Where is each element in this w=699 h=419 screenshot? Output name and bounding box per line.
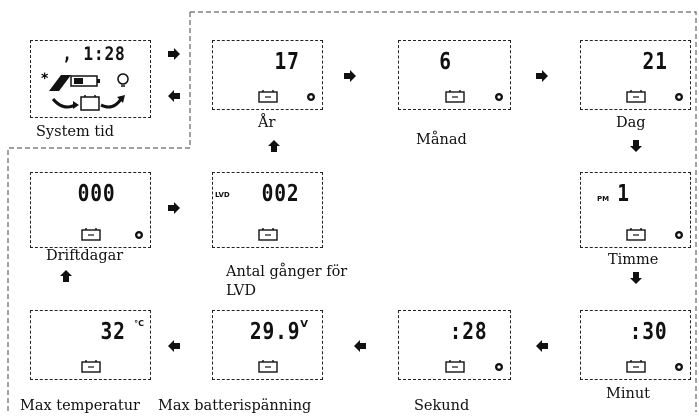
clock-icon <box>675 363 683 371</box>
second-display: :28 <box>398 310 511 380</box>
lvd-count-display: LVD 002 <box>212 172 323 248</box>
clock-icon <box>495 93 503 101</box>
system-time-value: , 1:28 <box>62 43 126 65</box>
max-temperature-display: 32 °C <box>30 310 151 380</box>
month-display: 6 <box>398 40 511 110</box>
clock-icon <box>675 93 683 101</box>
caption-month: Månad <box>416 132 467 148</box>
caption-max-battery-voltage: Max batterispänning <box>158 398 312 414</box>
svg-text:*: * <box>41 71 49 87</box>
arrow-right-icon <box>168 202 180 214</box>
lvd-indicator: LVD <box>215 191 230 199</box>
caption-hour: Timme <box>608 252 659 268</box>
caption-second: Sekund <box>414 398 470 414</box>
arrow-right-icon <box>536 70 548 82</box>
battery-icon <box>625 228 646 241</box>
operating-days-value: 000 <box>78 181 116 207</box>
arrow-left-icon <box>168 90 180 102</box>
battery-icon <box>257 90 278 103</box>
system-time-display: , 1:28 * <box>30 40 151 118</box>
battery-icon <box>444 360 465 373</box>
arrow-down-icon <box>630 140 642 152</box>
clock-icon <box>307 93 315 101</box>
arrow-left-icon <box>168 340 180 352</box>
battery-icon <box>444 90 465 103</box>
battery-icon <box>80 360 101 373</box>
solar-battery-load-icon: * <box>41 71 129 111</box>
caption-minute: Minut <box>606 386 650 402</box>
arrow-down-icon <box>630 272 642 284</box>
year-display: 17 <box>212 40 323 110</box>
lvd-count-value: 002 <box>262 181 300 207</box>
caption-day: Dag <box>616 115 646 131</box>
caption-lvd-count-line1: Antal gånger för <box>226 264 348 280</box>
battery-icon <box>80 228 101 241</box>
battery-icon <box>625 90 646 103</box>
caption-operating-days: Driftdagar <box>46 248 124 264</box>
operating-days-display: 000 <box>30 172 151 248</box>
day-value: 21 <box>642 49 668 75</box>
arrow-up-icon <box>268 140 280 152</box>
pm-indicator: PM <box>597 195 610 203</box>
battery-icon <box>625 360 646 373</box>
max-battery-voltage-display: 29.9 V <box>212 310 323 380</box>
month-value: 6 <box>439 49 452 75</box>
voltage-unit: V <box>300 319 308 330</box>
hour-display: PM 1 <box>580 172 691 248</box>
battery-icon <box>257 228 278 241</box>
year-value: 17 <box>274 49 300 75</box>
arrow-left-icon <box>354 340 366 352</box>
arrow-right-icon <box>168 48 180 60</box>
minute-display: :30 <box>580 310 691 380</box>
arrow-up-icon <box>60 270 72 282</box>
caption-year: År <box>258 115 276 131</box>
arrow-right-icon <box>344 70 356 82</box>
arrow-left-icon <box>536 340 548 352</box>
battery-icon <box>257 360 278 373</box>
hour-value: 1 <box>617 181 630 207</box>
caption-lvd-count-line2: LVD <box>226 283 257 299</box>
max-battery-voltage-value: 29.9 <box>249 319 300 345</box>
clock-icon <box>675 231 683 239</box>
day-display: 21 <box>580 40 691 110</box>
minute-value: :30 <box>630 319 668 345</box>
caption-max-temperature: Max temperatur <box>20 398 140 414</box>
caption-system-time: System tid <box>36 124 115 140</box>
clock-icon <box>495 363 503 371</box>
clock-icon <box>135 231 143 239</box>
second-value: :28 <box>450 319 488 345</box>
max-temperature-value: 32 <box>100 319 126 345</box>
temperature-unit: °C <box>134 319 144 328</box>
